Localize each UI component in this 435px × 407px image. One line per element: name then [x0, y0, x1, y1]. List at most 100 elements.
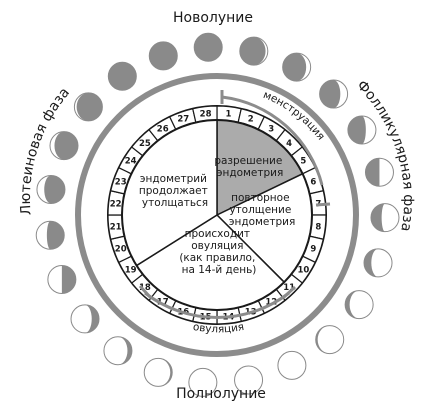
moon-shadow [49, 131, 78, 160]
moon-icon [277, 350, 307, 380]
moon-lit [188, 368, 217, 397]
moon-icon [103, 336, 133, 366]
moon-outline [107, 61, 137, 91]
day-number: 20 [115, 245, 127, 255]
moon-icon [47, 264, 77, 294]
moon-outline [73, 92, 103, 122]
day-number: 6 [310, 177, 316, 187]
moon-lit [234, 366, 263, 395]
moon-icon [148, 41, 178, 71]
day-number: 17 [157, 297, 169, 307]
moon-lit [361, 116, 376, 145]
moon-outline [47, 264, 77, 294]
day-number: 11 [283, 283, 295, 293]
moon-icon [363, 248, 393, 278]
moon-outline [35, 220, 65, 250]
day-number: 1 [225, 110, 231, 120]
moon-icon [234, 365, 264, 395]
moon-lit [296, 53, 311, 82]
moon-outline [70, 304, 100, 334]
moon-shadow [239, 37, 268, 66]
moon-outline [36, 174, 66, 204]
full-moon-label: Полнолуние [176, 386, 266, 402]
moon-outline [143, 357, 173, 387]
moon-icon [73, 92, 103, 122]
moon-lit [74, 92, 89, 121]
thickening-label: эндометрий продолжает утолщаться [139, 173, 211, 209]
moon-icon [49, 131, 79, 161]
moon-outline [188, 367, 218, 397]
thickening-line-1: эндометрий [140, 173, 207, 185]
moon-outline [282, 52, 312, 82]
moon-shadow [74, 92, 103, 121]
moon-outline [315, 325, 345, 355]
thickening-line-2: продолжает [139, 185, 208, 197]
moon-lit [317, 325, 344, 354]
moon-lit [381, 203, 399, 232]
moon-lit [103, 336, 128, 365]
moon-outline [148, 41, 178, 71]
rethickening-label: повторное утолщение эндометрия [229, 192, 296, 228]
day-number: 10 [297, 265, 309, 275]
ovulation-text: овуляция [192, 321, 245, 336]
moon-icon [70, 304, 100, 334]
ovulation-sector-label: происходит овуляция (как правило, на 14-… [179, 228, 258, 276]
moon-outline [344, 290, 374, 320]
menstruation-arc-end-tick [315, 202, 331, 207]
ovulation-sector-line-4: на 14-й день) [182, 264, 257, 276]
rethickening-line-3: эндометрия [229, 216, 296, 228]
moon-outline [49, 131, 79, 161]
day-number: 18 [139, 283, 151, 293]
moon-icon [319, 79, 349, 109]
moon-outline [364, 157, 394, 187]
moon-lit [144, 358, 171, 387]
ovulation-arc-end-tick [282, 285, 297, 299]
moon-outline [363, 248, 393, 278]
moon-icon [107, 61, 137, 91]
breakdown-label: разрешение эндометрия [214, 155, 285, 179]
moon-outline [277, 350, 307, 380]
ovulation-arc-start-tick [138, 284, 152, 299]
day-number: 22 [110, 200, 122, 210]
day-number: 9 [310, 245, 316, 255]
moon-icon [347, 115, 377, 145]
ovulation-label: овуляция [192, 321, 245, 336]
sector-border [121, 119, 313, 311]
rethickening-line-2: утолщение [229, 204, 291, 216]
moon-outline [370, 203, 400, 233]
moon-lit [371, 248, 393, 277]
menstruation-arc [221, 95, 324, 186]
moon-outline [193, 32, 223, 62]
moon-outline [234, 365, 264, 395]
sector-pie [121, 119, 313, 311]
moon-lit [349, 290, 374, 319]
moon-icon [143, 357, 173, 387]
rethickening-line-1: повторное [231, 192, 289, 204]
moon-icon [344, 290, 374, 320]
ovulation-sector-line-1: происходит [185, 228, 250, 240]
moon-lit [49, 131, 64, 160]
moon-lit [71, 304, 92, 333]
moon-lit [277, 351, 306, 380]
moon-lit [36, 175, 51, 204]
moon-lit [253, 37, 268, 66]
day-number: 5 [300, 157, 306, 167]
day-number: 25 [139, 139, 151, 149]
moon-outline [347, 115, 377, 145]
day-number: 8 [315, 222, 321, 232]
day-number: 24 [125, 157, 137, 167]
moon-icon [282, 52, 312, 82]
outer-ring [75, 73, 359, 357]
thickening-line-3: утолщаться [142, 197, 208, 209]
day-number: 3 [268, 125, 274, 135]
moon-lit [379, 158, 394, 187]
moon-phases-ring [35, 32, 400, 397]
moon-icon [36, 174, 66, 204]
moon-icon [364, 157, 394, 187]
moon-lit [47, 265, 62, 294]
day-number: 21 [110, 222, 122, 232]
moon-shadow [194, 33, 223, 62]
moon-lit [36, 221, 51, 250]
